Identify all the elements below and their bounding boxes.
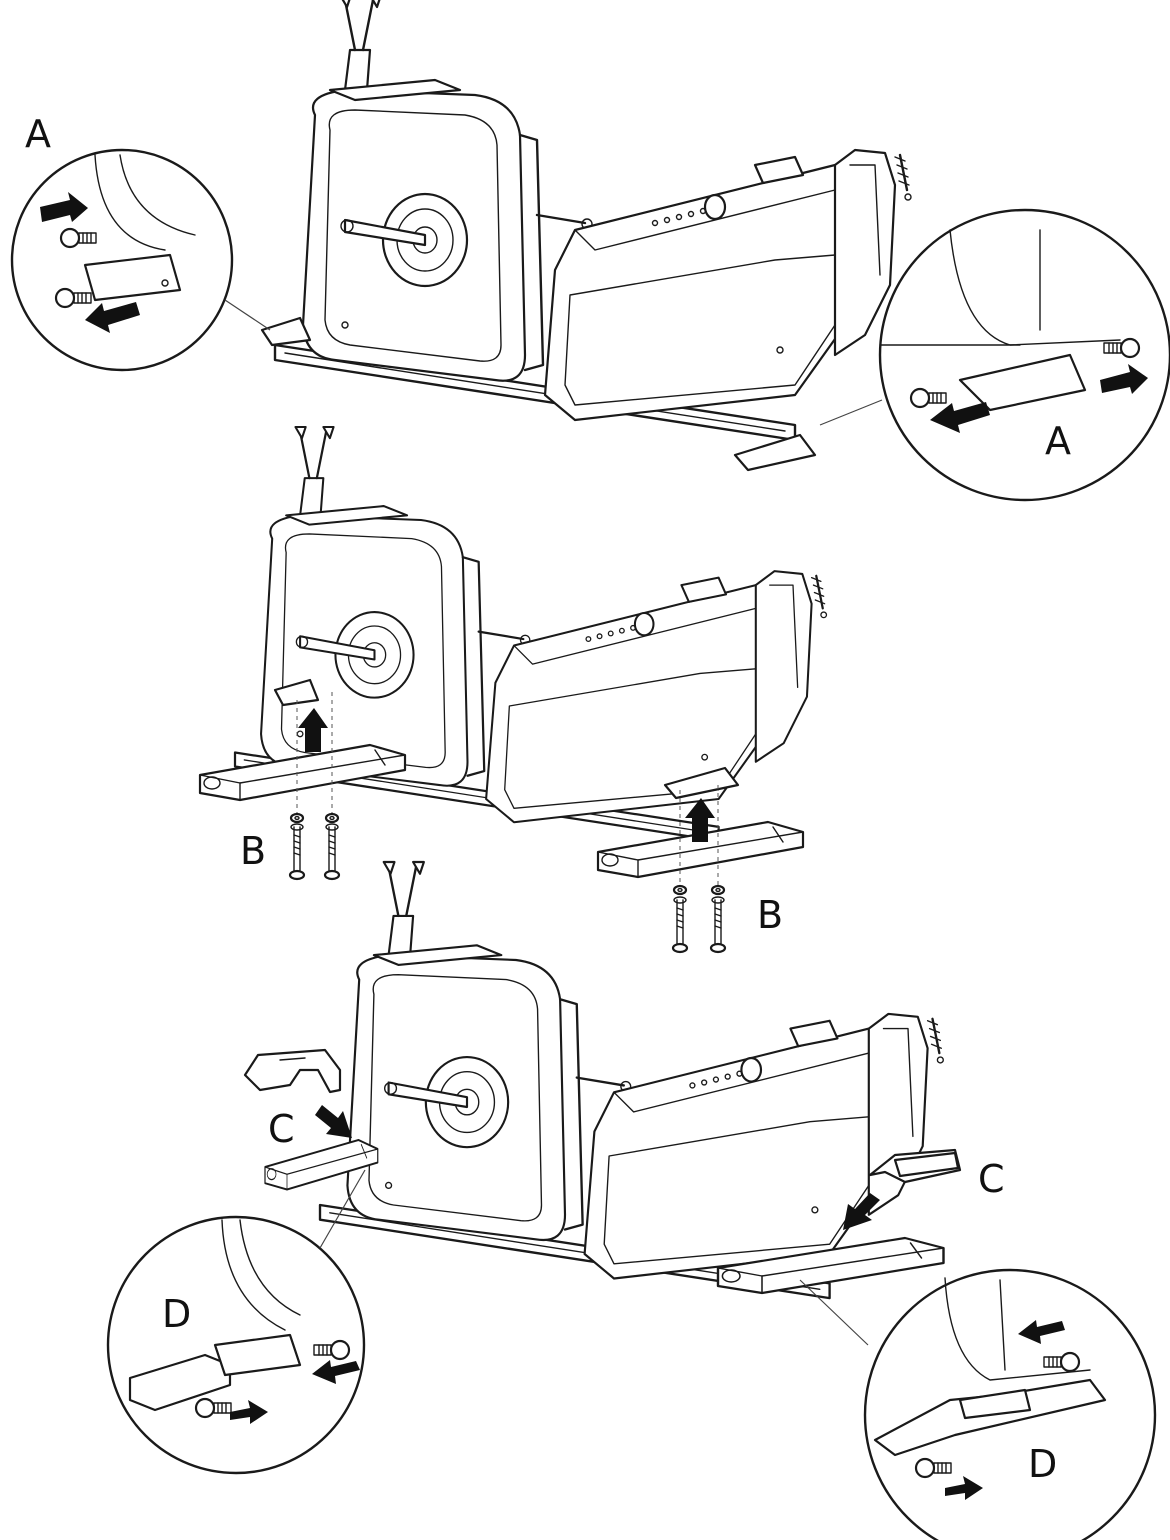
label-a-top-left: A xyxy=(25,112,51,156)
arrow-out-icon xyxy=(85,302,140,333)
step-2-bike xyxy=(233,425,828,842)
arrow-in-icon xyxy=(40,192,88,222)
label-b-left: B xyxy=(240,829,267,873)
arrow-up-icon xyxy=(685,798,715,842)
label-d-right: D xyxy=(1028,1442,1058,1486)
label-b-right: B xyxy=(757,893,784,937)
rear-bolt-set xyxy=(671,785,727,954)
arrow-down-icon xyxy=(315,1105,352,1138)
end-cap-rear xyxy=(843,1148,962,1230)
step-3-bike xyxy=(318,860,945,1300)
detail-circle-a-right xyxy=(819,208,1170,502)
arrow-in-icon xyxy=(230,1400,268,1424)
detail-circle-d-left xyxy=(106,1169,366,1475)
arrow-up-icon xyxy=(298,708,328,752)
label-d-left: D xyxy=(162,1292,192,1336)
end-cap-front xyxy=(243,1048,352,1138)
arrow-out-icon xyxy=(930,402,990,433)
detail-circle-d-right xyxy=(799,1268,1157,1540)
arrow-down-icon xyxy=(843,1193,880,1230)
detail-circle-a-left xyxy=(10,148,271,372)
label-c-right: C xyxy=(978,1157,1005,1201)
step-1-bike xyxy=(260,0,913,472)
arrow-in-icon xyxy=(1018,1320,1065,1344)
label-a-right: A xyxy=(1045,419,1071,463)
arrow-in-icon xyxy=(1100,364,1148,394)
front-bolt-set xyxy=(288,692,341,881)
arrow-in-icon xyxy=(312,1360,360,1384)
arrow-in-icon xyxy=(945,1476,983,1500)
label-c-left: C xyxy=(268,1107,295,1151)
